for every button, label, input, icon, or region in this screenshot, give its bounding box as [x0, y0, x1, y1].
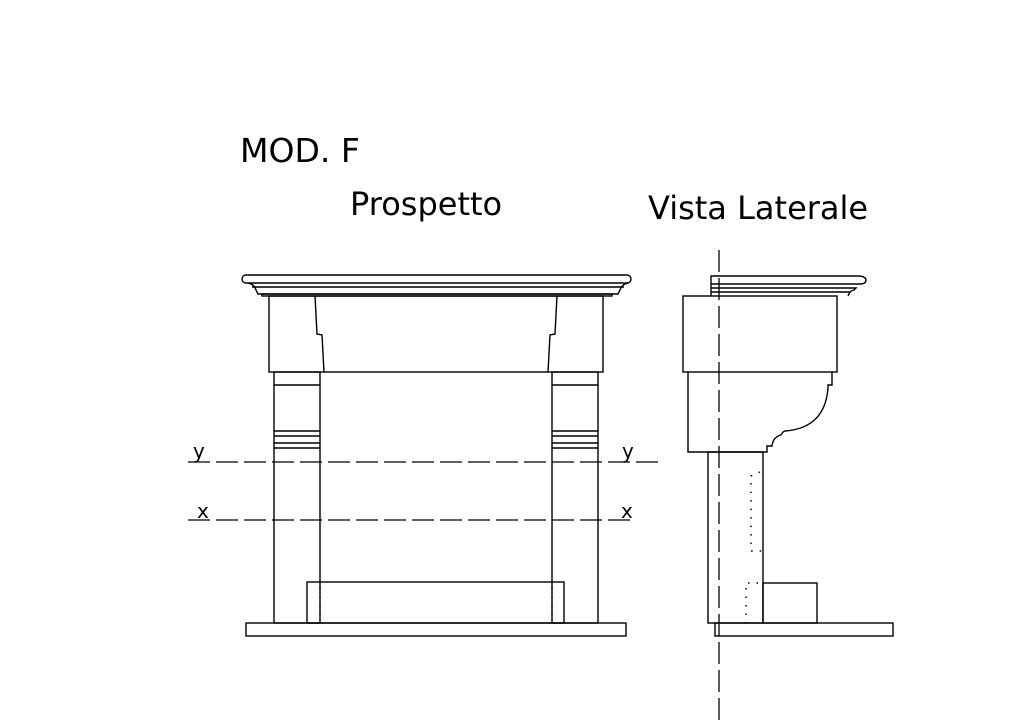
front-view-title: Prospetto	[350, 185, 502, 223]
left-pilaster	[273, 371, 321, 624]
right-pilaster	[551, 371, 599, 624]
side-view-title: Vista Laterale	[648, 189, 868, 227]
right-keystone-line	[547, 295, 558, 373]
front-hearth	[306, 581, 565, 624]
side-hearth	[762, 582, 818, 624]
side-frieze	[682, 295, 838, 373]
front-frieze	[268, 295, 604, 373]
side-corbel	[687, 372, 833, 453]
front-cornice	[241, 274, 632, 297]
front-elevation	[241, 274, 632, 637]
model-title: MOD. F	[240, 131, 360, 170]
section-y-label-right: y	[622, 439, 634, 463]
side-elevation	[682, 275, 894, 637]
section-x-label-left: x	[197, 499, 209, 523]
left-keystone-line	[314, 295, 325, 373]
section-y-label-left: y	[193, 439, 205, 463]
section-x-label-right: x	[621, 499, 633, 523]
side-base	[714, 622, 894, 637]
side-cornice	[710, 275, 867, 297]
side-pier	[707, 451, 764, 624]
front-base	[245, 622, 627, 637]
